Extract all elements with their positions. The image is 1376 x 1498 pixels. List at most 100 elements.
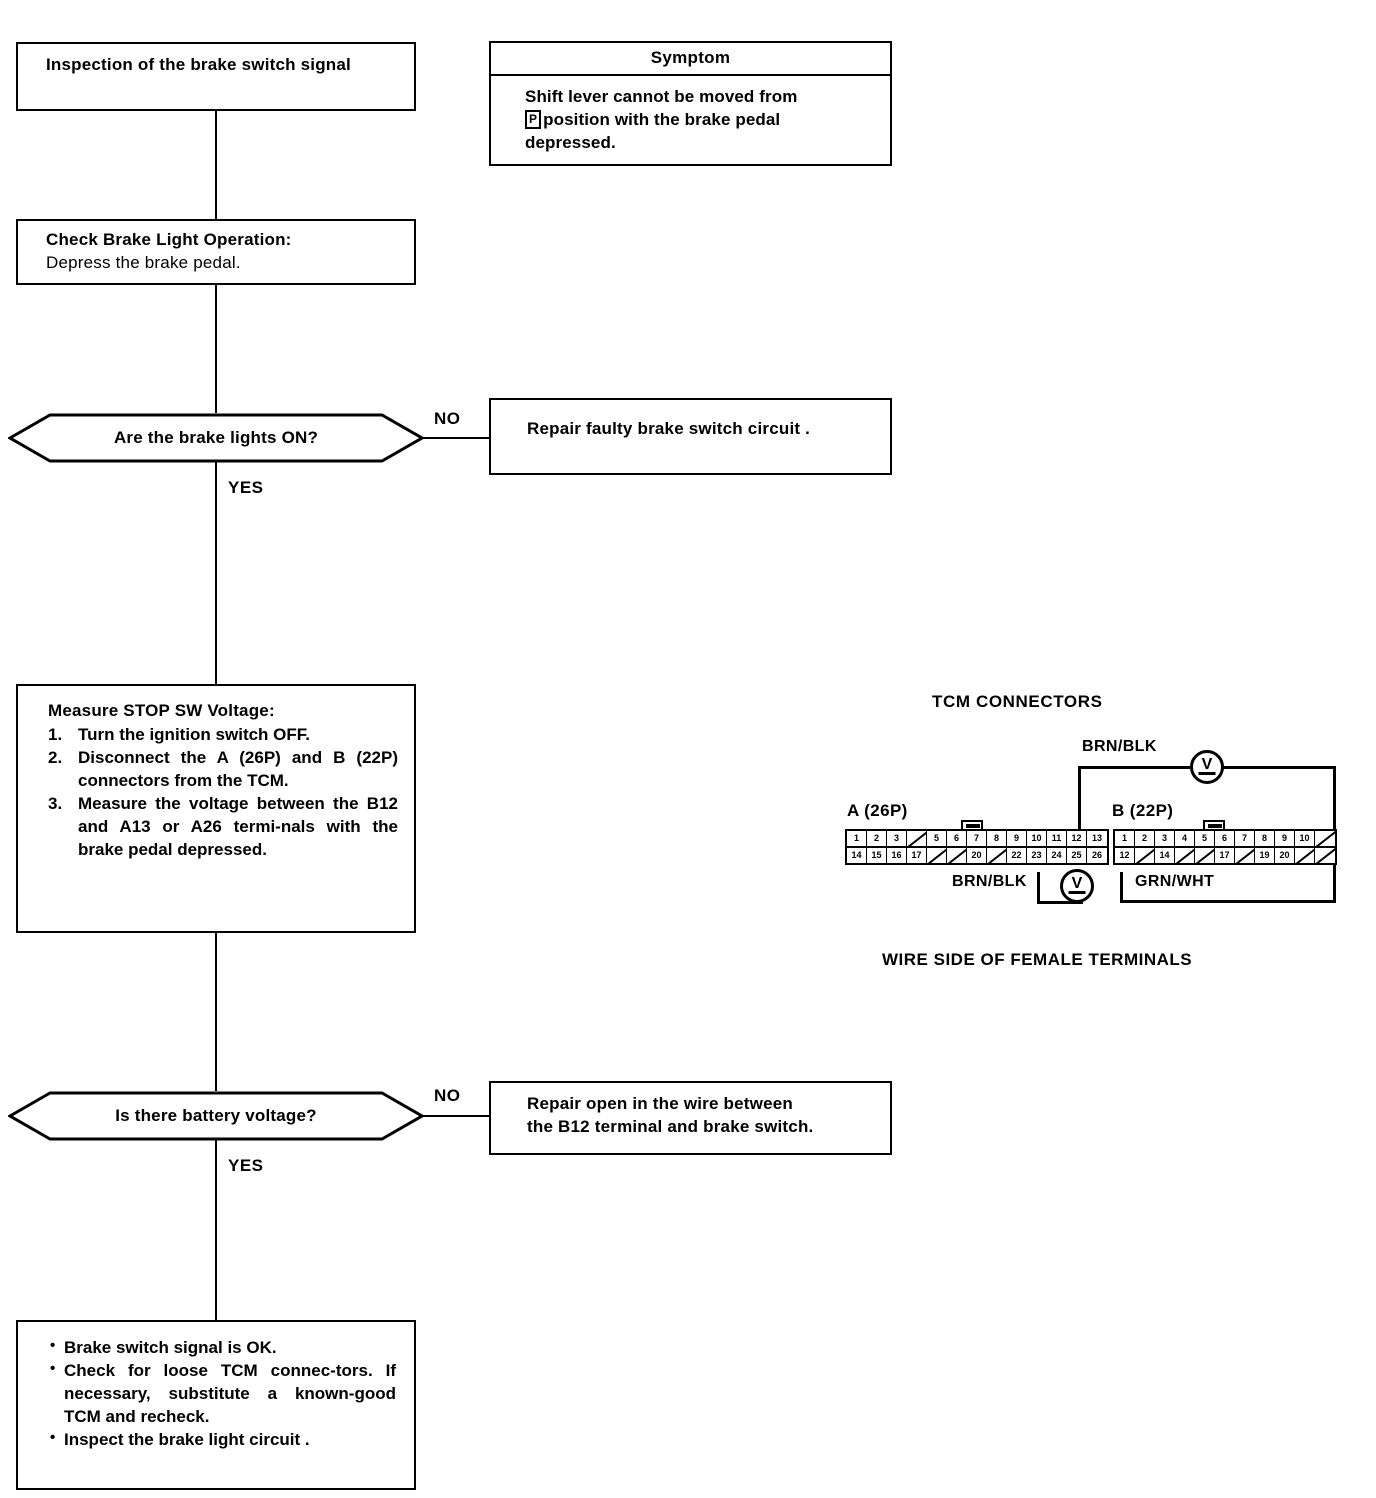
diagram-caption: WIRE SIDE OF FEMALE TERMINALS (882, 950, 1193, 969)
connector-pin-blank (1315, 848, 1335, 863)
bullet-text: Check for loose TCM connec-tors. If nece… (64, 1361, 396, 1427)
measure-list-item: 1. Turn the ignition switch OFF. (48, 723, 398, 746)
decision-brake-lights-on: Are the brake lights ON? (8, 412, 424, 464)
wire-label-grn-wht: GRN/WHT (1135, 873, 1215, 890)
voltmeter-top: V (1190, 750, 1224, 784)
voltmeter-lower: V (1060, 869, 1094, 903)
voltmeter-symbol: V (1071, 874, 1083, 892)
connector-pin-7: 7 (1235, 831, 1255, 846)
symptom-line-3: depressed. (525, 133, 616, 153)
connector-start-to-check (215, 111, 217, 219)
connector-pin-9: 9 (1007, 831, 1027, 846)
connector-pin-3: 3 (887, 831, 907, 846)
wire-bottom-horizontal-right (1120, 900, 1336, 903)
check-box-heading: Check Brake Light Operation: (46, 230, 292, 249)
diagram-title: TCM CONNECTORS (932, 692, 1103, 711)
connector-pin-1: 1 (1115, 831, 1135, 846)
list-text: Measure the voltage between the B12 and … (78, 794, 398, 860)
connector-a-label: A (26P) (847, 801, 908, 820)
connector-pin-5: 5 (927, 831, 947, 846)
connector-pin-12: 12 (1067, 831, 1087, 846)
connector-pin-19: 19 (1255, 848, 1275, 863)
connector-pin-5: 5 (1195, 831, 1215, 846)
symptom-box: Symptom Shift lever cannot be moved from… (489, 41, 892, 166)
voltmeter-bar-icon (1198, 772, 1216, 775)
decision1-text: Are the brake lights ON? (113, 428, 319, 447)
connector-pin-23: 23 (1027, 848, 1047, 863)
connector-pin-blank (947, 848, 967, 863)
connector-pin-blank (1295, 848, 1315, 863)
symptom-line-1: Shift lever cannot be moved from (525, 87, 798, 106)
list-text: Turn the ignition switch OFF. (78, 724, 310, 744)
connector-pin-blank (1175, 848, 1195, 863)
connector-pin-26: 26 (1091, 850, 1102, 860)
bullet-icon: • (50, 1429, 56, 1447)
connector-pin-7: 7 (967, 831, 987, 846)
connector-pin-14: 14 (847, 848, 867, 863)
connector-pin-2: 2 (1135, 831, 1155, 846)
conclusion-bullet: • Brake switch signal is OK. (50, 1336, 396, 1359)
branch-yes-label-1: YES (228, 478, 264, 497)
wire-top-horizontal-right (1222, 766, 1336, 769)
repair1-text: Repair faulty brake switch circuit . (527, 419, 811, 438)
measure-list-item: 2. Disconnect the A (26P) and B (22P) co… (48, 746, 398, 792)
connector-pin-blank (927, 848, 947, 863)
connector-pin-6: 6 (1215, 831, 1235, 846)
wire-top-horizontal-left (1078, 766, 1190, 769)
symptom-line-2-text: position with the brake pedal (543, 110, 781, 130)
connector-pin-17: 17 (1215, 848, 1235, 863)
measure-box-heading: Measure STOP SW Voltage: (48, 701, 275, 720)
connector-pin-6: 6 (947, 831, 967, 846)
repair-brake-switch-circuit-box: Repair faulty brake switch circuit . (489, 398, 892, 475)
connector-pin-9: 9 (1275, 831, 1295, 846)
branch-no-line-1 (422, 437, 489, 439)
connector-pin-3: 3 (1155, 831, 1175, 846)
list-number: 1. (48, 724, 63, 744)
connector-pin-17: 17 (907, 848, 927, 863)
bullet-text: Brake switch signal is OK. (64, 1338, 277, 1357)
check-box-body: Depress the brake pedal. (46, 252, 241, 272)
repair2-line-1: Repair open in the wire between (527, 1094, 793, 1113)
connector-pin-20: 20 (967, 848, 987, 863)
repair2-line-2: the B12 terminal and brake switch. (527, 1116, 814, 1136)
repair-open-wire-box: Repair open in the wire between the B12 … (489, 1081, 892, 1155)
conclusion-box: • Brake switch signal is OK. • Check for… (16, 1320, 416, 1490)
wire-label-brn-blk-lower: BRN/BLK (952, 873, 1027, 890)
connector-pin-10: 10 (1027, 831, 1047, 846)
connector-pin-8: 8 (987, 831, 1007, 846)
connector-pin-blank (987, 848, 1007, 863)
start-box: Inspection of the brake switch signal (16, 42, 416, 111)
connector-pin-15: 15 (867, 848, 887, 863)
conclusion-bullet: • Check for loose TCM connec-tors. If ne… (50, 1359, 396, 1428)
wire-label-brn-blk-top: BRN/BLK (1082, 738, 1157, 755)
connector-pin-4: 4 (1175, 831, 1195, 846)
branch-yes-label-2: YES (228, 1156, 264, 1175)
wire-voltmeter-lower-left-stub (1037, 872, 1040, 904)
list-number: 2. (48, 747, 63, 767)
start-box-text: Inspection of the brake switch signal (46, 55, 351, 74)
measure-stop-sw-voltage-box: Measure STOP SW Voltage: 1. Turn the ign… (16, 684, 416, 933)
branch-no-line-2 (422, 1115, 489, 1117)
connector-pin-2: 2 (867, 831, 887, 846)
connector-pin-blank (1195, 848, 1215, 863)
connector-pin-blank (1135, 848, 1155, 863)
wire-b12-vertical-right (1120, 872, 1123, 903)
connector-pin-blank (1315, 831, 1335, 846)
connector-pin-22: 22 (1007, 848, 1027, 863)
voltmeter-bar-icon (1068, 891, 1086, 894)
connector-pin-24: 24 (1047, 848, 1067, 863)
wire-bottom-horizontal-left (1037, 901, 1083, 904)
p-position-icon: P (525, 110, 542, 130)
connector-pin-blank (1235, 848, 1255, 863)
decision-battery-voltage: Is there battery voltage? (8, 1090, 424, 1142)
symptom-header: Symptom (491, 43, 890, 76)
conclusion-bullet: • Inspect the brake light circuit . (50, 1428, 396, 1451)
